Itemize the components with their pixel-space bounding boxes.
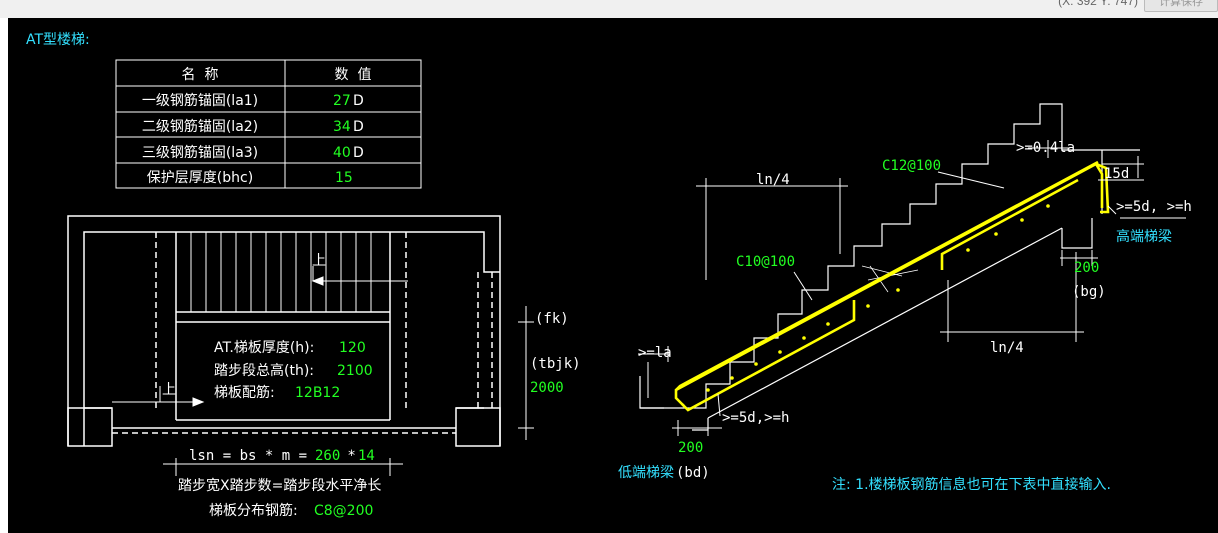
table-row-unit: D	[353, 145, 364, 161]
diagram-title: AT型楼梯:	[26, 32, 90, 48]
param-rebar-value[interactable]: 12B12	[295, 385, 340, 401]
table-row-name: 二级钢筋锚固(la2)	[142, 118, 258, 135]
table-row-name: 三级钢筋锚固(la3)	[142, 144, 258, 161]
coordinate-readout: (X: 392 Y: 747)	[1058, 0, 1138, 8]
high-beam-width[interactable]: 200	[1074, 260, 1099, 276]
formula-operator: *	[339, 448, 364, 464]
hook-15d-label: 15d	[1104, 166, 1129, 182]
table-row-unit: D	[353, 119, 364, 135]
ln4-bottom-label: ln/4	[990, 340, 1024, 356]
tbjk-label: (tbjk)	[530, 356, 581, 372]
plan-up-label-lower: 上	[162, 382, 176, 398]
plan-up-label: 上	[312, 253, 326, 269]
section-hatch	[861, 265, 919, 293]
formula-steps[interactable]: 14	[358, 448, 375, 464]
stair-diagram: AT型楼梯: 名 称 数 值 一级钢筋锚固(la1) 27 D 二级钢筋锚固(l…	[26, 32, 1192, 519]
calc-save-button[interactable]: 计算保存	[1144, 0, 1218, 12]
plan-height-dimension	[518, 306, 534, 440]
stair-plan	[67, 215, 501, 447]
bg-label: (bg)	[1072, 284, 1106, 300]
rebar-dots	[706, 204, 1050, 392]
plan-height-value[interactable]: 2000	[530, 380, 564, 396]
formula-note: 踏步宽X踏步数=踏步段水平净长	[178, 477, 381, 494]
param-thickness-label: AT.梯板厚度(h):	[214, 340, 314, 356]
table-row-unit: D	[353, 93, 364, 109]
drawing-canvas: AT型楼梯: 名 称 数 值 一级钢筋锚固(la1) 27 D 二级钢筋锚固(l…	[8, 18, 1218, 533]
rebar-lines	[674, 160, 1110, 412]
c10-rebar-label[interactable]: C10@100	[736, 254, 795, 270]
table-row-name: 一级钢筋锚固(la1)	[142, 92, 258, 109]
bottom-rule-label: >=5d,>=h	[722, 410, 789, 426]
ln4-top-label: ln/4	[756, 172, 790, 188]
top-toolbar: (X: 392 Y: 747) 计算保存	[0, 0, 1218, 18]
table-row-value[interactable]: 40	[333, 145, 351, 161]
param-rebar-label: 梯板配筋:	[214, 384, 275, 401]
la-label: >=la	[638, 345, 672, 361]
up-arrows	[112, 266, 408, 407]
low-beam-label: 低端梯梁	[618, 465, 674, 481]
table-header-name: 名 称	[182, 67, 219, 83]
formula-tread-width[interactable]: 260	[315, 448, 340, 464]
section-dimensions	[638, 140, 1186, 436]
distribution-rebar-label: 梯板分布钢筋:	[209, 502, 298, 519]
table-row-value[interactable]: 15	[335, 170, 353, 186]
c12-rebar-label[interactable]: C12@100	[882, 158, 941, 174]
high-beam-label: 高端梯梁	[1116, 228, 1172, 245]
param-thickness-value[interactable]: 120	[339, 340, 366, 356]
plan-treads	[190, 232, 372, 312]
distribution-rebar-value[interactable]: C8@200	[314, 503, 373, 519]
table-row-value[interactable]: 34	[333, 119, 351, 135]
param-height-label: 踏步段总高(th):	[214, 362, 314, 379]
formula-prefix: lsn = bs * m =	[189, 448, 315, 464]
plan-length-dimension	[163, 458, 403, 476]
fk-label: (fk)	[535, 311, 569, 327]
top-rule-label: >=5d, >=h	[1116, 199, 1192, 215]
diagram-note: 注: 1.楼梯板钢筋信息也可在下表中直接输入.	[832, 476, 1111, 493]
param-height-value[interactable]: 2100	[337, 363, 373, 379]
top-anchor-label: >=0.4la	[1016, 140, 1075, 156]
bd-label: (bd)	[676, 465, 710, 481]
table-header-value: 数 值	[335, 67, 372, 83]
low-beam-width[interactable]: 200	[678, 440, 703, 456]
table-row-value[interactable]: 27	[333, 93, 351, 109]
table-row-name: 保护层厚度(bhc)	[147, 170, 253, 186]
anchor-table	[115, 59, 422, 189]
